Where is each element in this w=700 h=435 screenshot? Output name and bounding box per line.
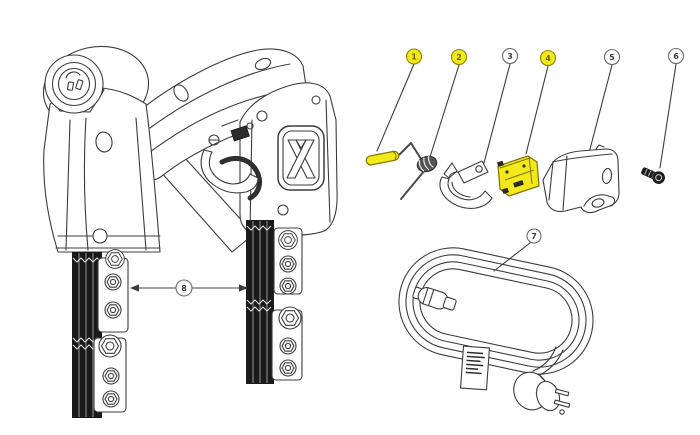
leader-4: [525, 65, 549, 155]
part-trigger-lever: [439, 160, 493, 209]
balloon-6: 6: [667, 47, 685, 65]
top-arm: [136, 48, 308, 181]
left-lead: [72, 249, 129, 418]
left-upper-clamp: [97, 257, 129, 333]
arrow-right-icon: [239, 284, 248, 292]
arm-hole-right: [254, 57, 272, 71]
leader-7: [493, 242, 531, 272]
cord-tag: [460, 345, 490, 391]
brand-logo: [277, 125, 325, 191]
power-connector: [44, 54, 105, 114]
balloon-2-label: 2: [456, 53, 462, 62]
part-switch-cover: [542, 144, 620, 214]
leader-5: [588, 64, 613, 154]
left-head: [42, 45, 161, 253]
balloon-4-label: 4: [545, 54, 551, 63]
part-torsion-spring: [398, 142, 438, 200]
part-pin: [365, 150, 400, 166]
balloon-2: 2: [450, 48, 468, 66]
part-micro-switch: [497, 155, 540, 197]
installed-switch: [230, 125, 250, 142]
leader-3: [483, 63, 511, 164]
leader-1: [376, 63, 415, 152]
balloon-4: 4: [539, 49, 557, 67]
balloon-1-label: 1: [411, 53, 417, 62]
balloon-3-label: 3: [507, 52, 513, 61]
arm-hole-left: [173, 84, 189, 102]
balloon-1: 1: [405, 48, 423, 65]
cord-coil: [398, 247, 594, 375]
power-cord-assembly: 7: [398, 228, 594, 415]
tool-illustration: 8: [42, 45, 338, 418]
left-head-detail-hole: [95, 131, 113, 153]
balloon-8-label: 8: [181, 284, 187, 293]
cord-plug: [513, 371, 571, 415]
balloon-7-label: 7: [531, 232, 537, 241]
arrow-left-icon: [130, 284, 139, 292]
balloon-5-label: 5: [609, 53, 615, 62]
callout-8: 8: [130, 279, 248, 297]
right-head: [239, 82, 338, 237]
balloon-6-label: 6: [673, 52, 679, 61]
balloon-5: 5: [603, 48, 621, 66]
cover-hole: [601, 167, 613, 185]
balloon-7: 7: [526, 228, 542, 244]
balloon-8: [175, 279, 193, 297]
balloon-3: 3: [501, 47, 519, 65]
leader-2: [429, 64, 460, 158]
right-lead: [246, 220, 303, 384]
leader-6: [659, 63, 677, 169]
left-head-pivot-hole: [92, 228, 108, 244]
exploded-parts: 1 2 3 4 5 6: [365, 47, 685, 214]
cord-connector: [412, 286, 457, 311]
part-screw: [641, 167, 665, 184]
latch-mechanism: [200, 119, 263, 201]
